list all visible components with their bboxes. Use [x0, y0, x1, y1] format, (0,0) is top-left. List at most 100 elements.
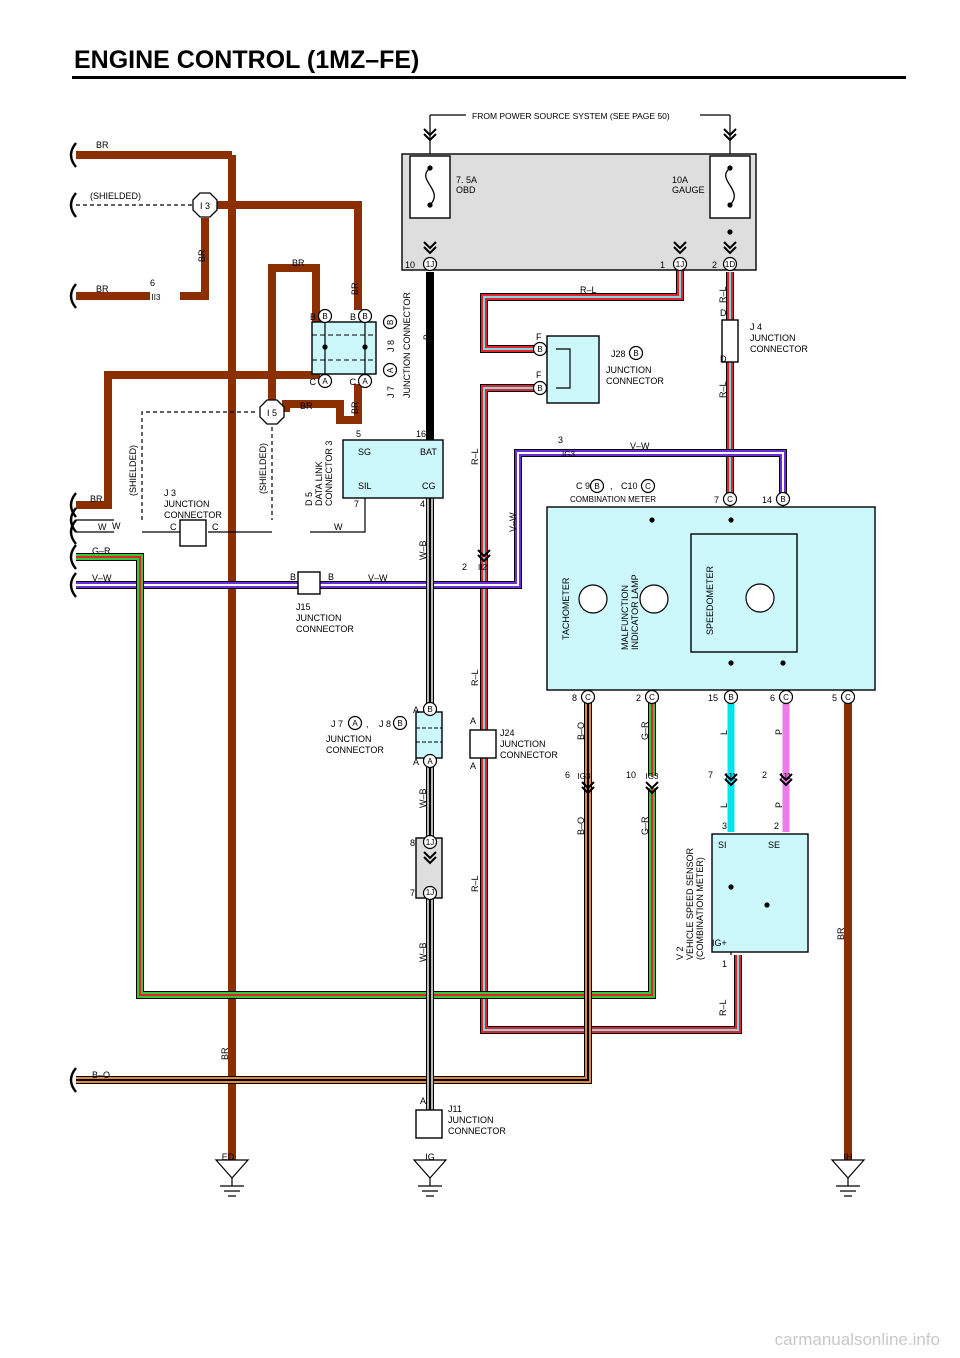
wire-color-label: (SHIELDED) [258, 443, 268, 494]
splice-dot [727, 229, 733, 235]
connector-label: 1J [426, 888, 434, 897]
wire-color-label: R–L [718, 381, 728, 398]
fuse-obd [409, 155, 451, 219]
connector-label: , [610, 481, 613, 491]
connector-label: IH [844, 1152, 853, 1162]
wire-color-label: B–O [576, 817, 586, 835]
connector-label: TACHOMETER [561, 577, 571, 640]
connector-label: 7 [708, 770, 713, 780]
connector-label: B [427, 705, 432, 714]
wire-color-label: BR [96, 284, 109, 294]
wire-br-d5 [282, 384, 362, 424]
connector-label: 8 [572, 693, 577, 703]
ground-symbol [220, 1178, 244, 1197]
connector-label: CONNECTOR [448, 1126, 506, 1136]
connector-label: 6 [565, 770, 570, 780]
connector-label: J24 [500, 728, 515, 738]
connector-label: C [727, 495, 733, 504]
connector-label: W [98, 522, 107, 532]
wire-color-label: V–W [368, 573, 388, 583]
junction-connector-j4 [721, 319, 739, 363]
connector-label: A [352, 719, 358, 728]
connector-label: JUNCTION [296, 613, 342, 623]
source-note: FROM POWER SOURCE SYSTEM (SEE PAGE 50) [472, 111, 670, 121]
fuse-label: OBD [456, 185, 476, 195]
connector-label: CONNECTOR 3 [324, 441, 334, 506]
wire-color-label: V–W [92, 573, 112, 583]
connector-label: C [649, 693, 655, 702]
connector-label: D [720, 308, 727, 318]
shield-ground-octagon [259, 399, 285, 425]
junction-connector-j28 [546, 335, 600, 404]
wires-layer [76, 114, 852, 1160]
connector-pin-circle [532, 341, 548, 357]
connector-label: D 5 [304, 492, 314, 506]
speedometer-box [690, 533, 798, 653]
connector-label: 1 [722, 959, 727, 969]
connector-label: CONNECTOR [500, 750, 558, 760]
wire-continuation-bracket [69, 572, 77, 598]
connector-label: VEHICLE SPEED SENSOR [685, 847, 695, 960]
connector-label: 3 [722, 821, 727, 831]
connector-label: MALFUNCTION [620, 585, 630, 650]
connector-label: 1 [660, 260, 665, 270]
wire-color-label: BR [350, 282, 360, 295]
connector-pin-circle [628, 345, 644, 361]
wire-br-i3-down [180, 218, 209, 300]
splice-dot [764, 902, 770, 908]
connector-label: C [783, 693, 789, 702]
wire-color-label: G–R [640, 721, 650, 740]
wire-color-label: BR [836, 927, 846, 940]
fuse-element [725, 167, 735, 206]
connector-label: J15 [296, 602, 311, 612]
connector-pin-circle [422, 834, 438, 850]
connector-label: 7 [354, 499, 359, 509]
wire-color-label: BR [292, 258, 305, 268]
connector-label: 15 [708, 693, 718, 703]
fuse-label: 7. 5A [456, 175, 477, 185]
watermark: carmanualsonline.info [774, 1330, 940, 1349]
connector-pin-circle [317, 308, 333, 324]
connector-label: B [328, 572, 334, 582]
connector-label: SE [768, 840, 780, 850]
connector-label: W [334, 522, 343, 532]
connector-label: IG+ [712, 938, 727, 948]
connector-label: A [420, 1096, 426, 1106]
connector-pin-circle [723, 689, 739, 705]
wire-color-label: BR [96, 140, 109, 150]
connector-pin-circle [317, 373, 333, 389]
junction-connector-j24 [469, 729, 497, 759]
connector-label: J 7 [386, 386, 396, 398]
connector-label: B [633, 349, 638, 358]
connector-arrow [645, 781, 659, 795]
wire-continuation-bracket [69, 192, 77, 218]
splice-dot [362, 344, 368, 350]
connector-label: F [536, 370, 542, 380]
connector-label: 7 [410, 888, 415, 898]
wire-color-label: R–L [470, 875, 480, 892]
connector-pin-circle [382, 362, 398, 378]
connector-pin-circle [392, 715, 408, 731]
connector-label: IG3 [578, 772, 591, 781]
connector-label: BAT [420, 447, 437, 457]
connector-label: C [212, 522, 219, 532]
connector-label: B [386, 320, 395, 325]
connector-pin-circle [357, 308, 373, 324]
wire-vw-stripe [76, 452, 784, 586]
wire-color-label: BR [220, 1047, 230, 1060]
fuse-label: GAUGE [672, 185, 705, 195]
wire-color-label: B [422, 334, 432, 340]
connector-label: JUNCTION CONNECTOR [402, 292, 412, 398]
connector-arrow [673, 241, 687, 255]
connector-label: IG3 [562, 450, 575, 459]
connector-pin-circle [840, 689, 856, 705]
connector-arrow [724, 773, 738, 787]
connector-arrow [423, 241, 437, 255]
splice-dot [427, 202, 433, 208]
connector-label: 10 [626, 770, 636, 780]
wire-bo-stripe [76, 695, 589, 1081]
connector-label: J11 [448, 1104, 462, 1114]
connector-label: J 8 [379, 719, 391, 729]
connector-label: IJ1 [726, 772, 737, 781]
